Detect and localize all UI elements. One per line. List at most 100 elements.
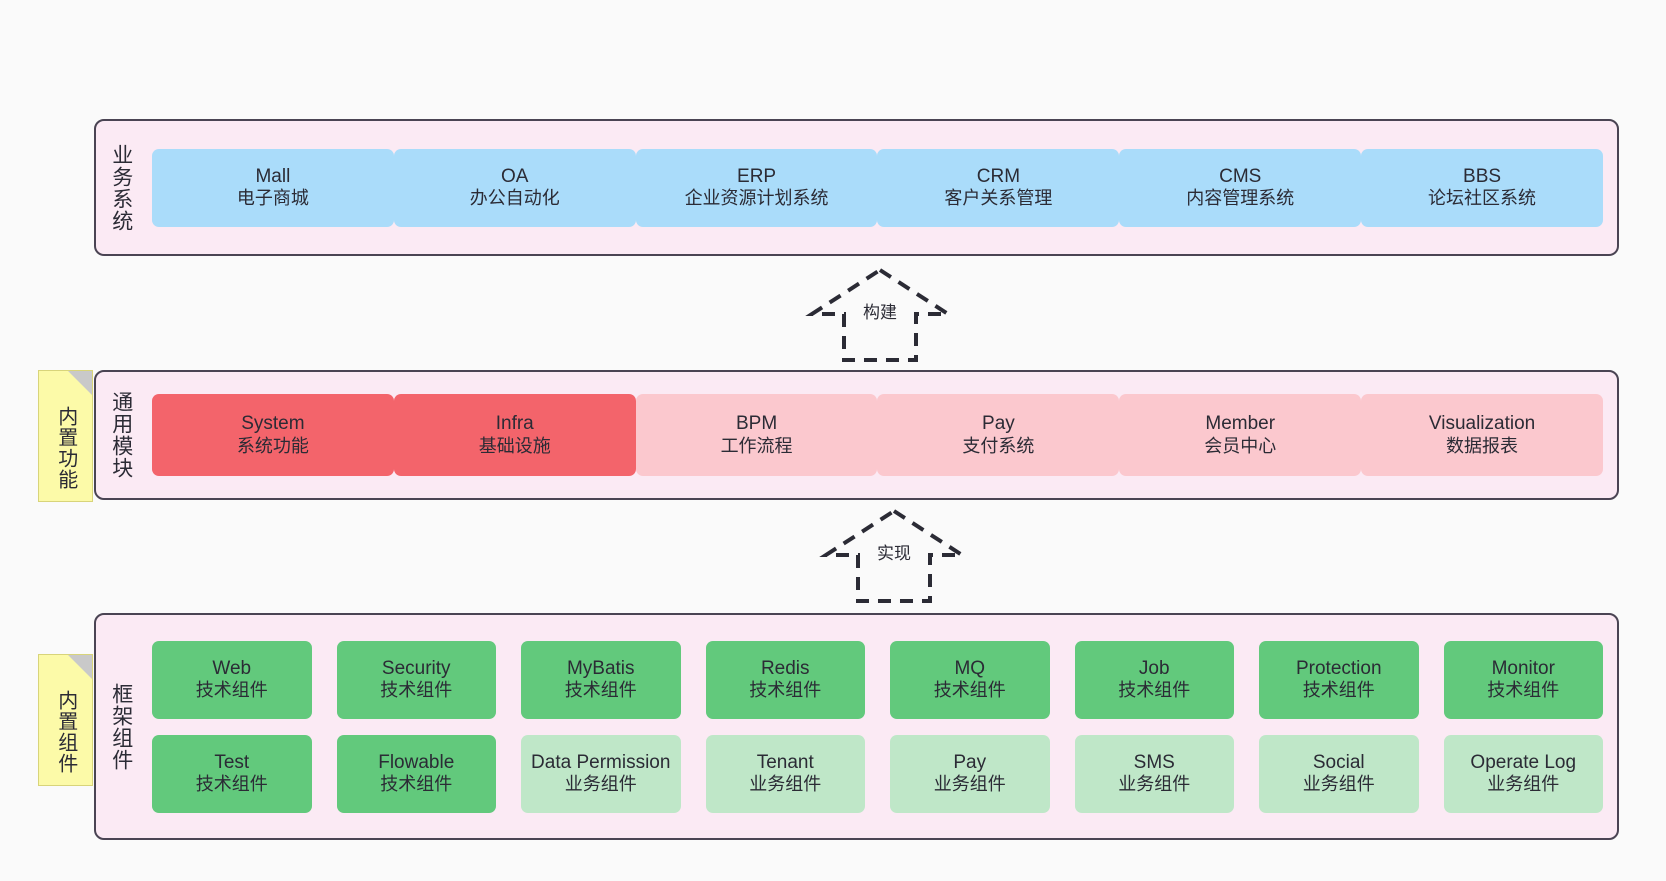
card-subtitle: 技术组件 bbox=[564, 680, 637, 701]
card-title: SMS bbox=[1133, 751, 1175, 773]
card-subtitle: 技术组件 bbox=[749, 680, 822, 701]
connector-build: 构建 bbox=[800, 264, 960, 364]
card-title: CMS bbox=[1219, 165, 1262, 187]
card-subtitle: 技术组件 bbox=[380, 774, 453, 795]
card-title: BBS bbox=[1463, 165, 1502, 187]
card-subtitle: 工作流程 bbox=[720, 435, 793, 456]
card-title: Tenant bbox=[756, 751, 814, 773]
card-subtitle: 内容管理系统 bbox=[1186, 188, 1295, 209]
card-subtitle: 技术组件 bbox=[380, 680, 453, 701]
card-subtitle: 业务组件 bbox=[564, 774, 637, 795]
card-subtitle: 办公自动化 bbox=[469, 188, 560, 209]
card-subtitle: 会员中心 bbox=[1204, 435, 1277, 456]
layer-business-system-title: 业务系统 bbox=[109, 143, 133, 232]
note-builtin-function-label: 内置功能 bbox=[54, 406, 77, 490]
card-subtitle: 业务组件 bbox=[1118, 774, 1191, 795]
card-title: Mall bbox=[255, 165, 291, 187]
layer-framework-component-title: 框架组件 bbox=[109, 682, 133, 771]
card-subtitle: 客户关系管理 bbox=[944, 188, 1053, 209]
note-fold-corner-icon bbox=[68, 371, 92, 395]
card-subtitle: 业务组件 bbox=[933, 774, 1006, 795]
connector-implement: 实现 bbox=[814, 505, 974, 605]
card-title: OA bbox=[501, 165, 529, 187]
card-subtitle: 业务组件 bbox=[1302, 774, 1375, 795]
card-title: MyBatis bbox=[566, 657, 635, 679]
card-subtitle: 技术组件 bbox=[195, 680, 268, 701]
connector-build-arrow bbox=[805, 267, 955, 362]
connector-implement-arrow bbox=[819, 508, 969, 603]
card-title: Test bbox=[214, 751, 250, 773]
card-title: Security bbox=[381, 657, 451, 679]
card-subtitle: 业务组件 bbox=[749, 774, 822, 795]
card-title: Protection bbox=[1295, 657, 1382, 679]
card-title: Pay bbox=[982, 413, 1015, 435]
card-title: System bbox=[241, 413, 305, 435]
card-title: Job bbox=[1138, 657, 1170, 679]
card-subtitle: 论坛社区系统 bbox=[1428, 188, 1537, 209]
card-title: Flowable bbox=[378, 751, 455, 773]
card-subtitle: 支付系统 bbox=[962, 435, 1035, 456]
card-subtitle: 技术组件 bbox=[1302, 680, 1375, 701]
card-title: MQ bbox=[954, 657, 986, 679]
card-title: BPM bbox=[735, 413, 778, 435]
card-subtitle: 基础设施 bbox=[478, 435, 551, 456]
card-title: Infra bbox=[495, 413, 534, 435]
card-title: Member bbox=[1205, 413, 1276, 435]
card-title: ERP bbox=[737, 165, 777, 187]
card-title: CRM bbox=[976, 165, 1021, 187]
note-fold-corner-icon bbox=[68, 655, 92, 679]
card-title: Visualization bbox=[1428, 413, 1536, 435]
card-title: Social bbox=[1312, 751, 1365, 773]
note-builtin-component-label: 内置组件 bbox=[54, 690, 77, 774]
card-subtitle: 业务组件 bbox=[1487, 774, 1560, 795]
card-title: Pay bbox=[953, 751, 987, 773]
card-subtitle: 数据报表 bbox=[1446, 435, 1519, 456]
note-builtin-component: 内置组件 bbox=[38, 654, 93, 786]
note-builtin-function: 内置功能 bbox=[38, 370, 93, 502]
card-subtitle: 电子商城 bbox=[236, 188, 309, 209]
card-title: Operate Log bbox=[1470, 751, 1577, 773]
card-subtitle: 技术组件 bbox=[933, 680, 1006, 701]
card-subtitle: 技术组件 bbox=[1487, 680, 1560, 701]
card-subtitle: 技术组件 bbox=[195, 774, 268, 795]
layer-common-module-title: 通用模块 bbox=[109, 391, 133, 479]
card-title: Redis bbox=[760, 657, 810, 679]
card-title: Monitor bbox=[1491, 657, 1555, 679]
